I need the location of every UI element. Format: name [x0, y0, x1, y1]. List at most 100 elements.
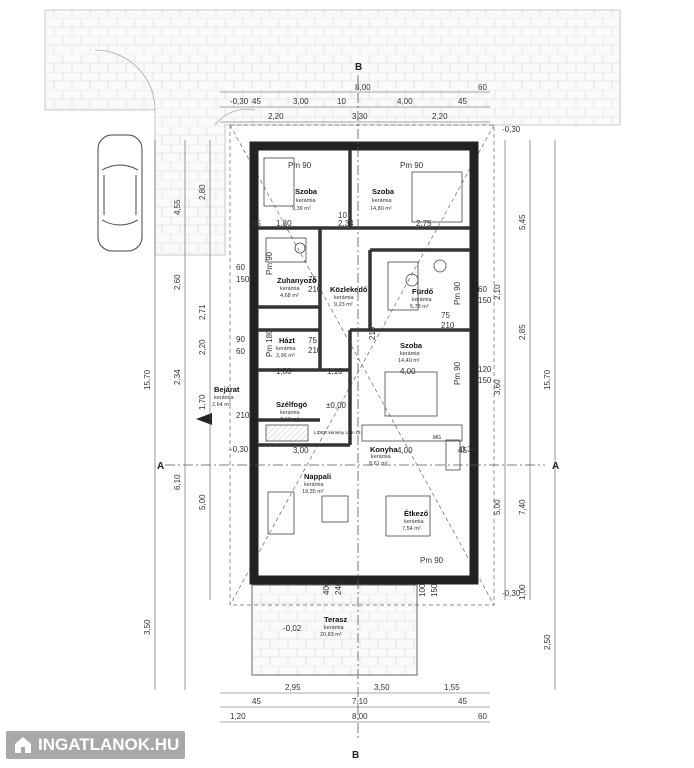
dim-top-r1-0: 45 — [252, 97, 261, 106]
dim-bot-r2-1: 7,10 — [352, 697, 368, 706]
dim-inner-25: 150 — [430, 583, 439, 597]
dim-left-mid: 2,60 — [173, 274, 182, 290]
dim-left-hazt: 2,20 — [198, 339, 207, 355]
room-terasz: Terasz kerámia 20,83 m² — [320, 615, 347, 638]
exterior-walls — [249, 141, 479, 585]
terrace-area — [251, 584, 418, 676]
dim-inner-1: 1,80 — [276, 219, 292, 228]
dim-bot-r1-1: 3,50 — [374, 683, 390, 692]
dim-inner-20: 60 — [478, 285, 487, 294]
svg-text:5,78 m²: 5,78 m² — [410, 304, 429, 310]
svg-text:Fürdő: Fürdő — [412, 287, 434, 296]
svg-text:Nappali: Nappali — [304, 472, 331, 481]
dim-bot-r1-0: 2,95 — [285, 683, 301, 692]
level-szelfogo: ±0,00 — [326, 401, 347, 410]
dim-right-nappali: 5,00 — [493, 499, 502, 515]
chimney-label: LIDER kémény LSK-18 — [314, 430, 361, 435]
room-szoba-3: Szoba kerámia 14,40 m² — [398, 341, 423, 364]
room-kozlekedo: Közlekedő kerámia 9,23 m² — [330, 285, 368, 308]
svg-text:kerámia: kerámia — [371, 454, 392, 460]
dim-right-lower: 7,40 — [518, 499, 527, 515]
room-szelfogo: Szélfogó kerámia 3,17 m² — [276, 400, 308, 423]
svg-text:kerámia: kerámia — [276, 346, 297, 352]
dim-top-r2-0: 2,20 — [268, 112, 284, 121]
dim-inner-13: 75 — [308, 275, 317, 284]
roof-outline — [229, 124, 495, 606]
dim-inner-23: 240 — [334, 581, 343, 595]
dim-inner-6: 4,00 — [400, 367, 416, 376]
dim-inner-2: 2,34 — [338, 219, 354, 228]
room-szoba-2: Szoba kerámia 14,80 m² — [370, 187, 395, 212]
door-label-szoba1: Pm 90 — [288, 161, 312, 170]
dim-top-r1-2: 10 — [337, 97, 346, 106]
door-label-furdo: Pm 90 — [453, 281, 462, 305]
dim-inner-29: 45 — [458, 446, 467, 455]
dim-bot-r3-0: 1,20 — [230, 712, 246, 721]
svg-text:20,83 m²: 20,83 m² — [320, 632, 342, 638]
dim-inner-31: 210 — [441, 321, 455, 330]
level-top-right: -0,30 — [502, 125, 521, 134]
dim-left-lower: 6,10 — [173, 474, 182, 490]
svg-text:kerámia: kerámia — [404, 519, 425, 525]
svg-text:kerámia: kerámia — [400, 351, 421, 357]
svg-text:Szoba: Szoba — [372, 187, 395, 196]
svg-text:kerámia: kerámia — [214, 395, 235, 401]
svg-text:Étkező: Étkező — [404, 509, 429, 518]
svg-text:kerámia: kerámia — [296, 198, 317, 204]
dim-inner-24: 100 — [418, 583, 427, 597]
svg-text:kerámia: kerámia — [324, 625, 345, 631]
svg-text:Házt: Házt — [279, 336, 295, 345]
dim-top-r1-1: 3,00 — [293, 97, 309, 106]
door-label-szoba3: Pm 90 — [453, 361, 462, 385]
dim-left-upper: 4,55 — [173, 199, 182, 215]
dim-right-bottom: 1,00 — [518, 584, 527, 600]
dim-left-nappali: 5,00 — [198, 494, 207, 510]
house-logo-icon — [15, 737, 31, 753]
svg-text:kerámia: kerámia — [280, 410, 301, 416]
furniture — [263, 157, 463, 537]
svg-text:14,40 m²: 14,40 m² — [398, 358, 420, 364]
dim-left-szoba: 2,80 — [198, 184, 207, 200]
dim-inner-28: 45 — [252, 219, 261, 228]
dim-inner-4: 1,80 — [276, 367, 292, 376]
dim-inner-16: 210 — [308, 346, 322, 355]
dimension-lines — [154, 91, 556, 723]
room-konyha: Konyha kerámia 8,61 m² — [369, 445, 398, 467]
dim-inner-5: 1,10 — [327, 367, 343, 376]
dim-inner-11: 90 — [236, 335, 245, 344]
level-right-mid: -0,30 — [458, 445, 477, 454]
dim-inner-18: 120 — [478, 365, 492, 374]
section-mark-b-bottom: B — [352, 750, 359, 761]
dim-left-zuhany: 2,71 — [198, 304, 207, 320]
svg-text:3,96 m²: 3,96 m² — [276, 353, 295, 359]
dim-inner-15: 75 — [308, 336, 317, 345]
dim-right-szoba: 3,60 — [493, 379, 502, 395]
dim-inner-22: 400 — [322, 581, 331, 595]
svg-text:kerámia: kerámia — [334, 295, 355, 301]
svg-text:kerámia: kerámia — [280, 286, 301, 292]
dim-inner-30: 75 — [441, 311, 450, 320]
svg-text:Bejárat: Bejárat — [214, 385, 240, 394]
door-label-etkezo: Pm 90 — [420, 556, 444, 565]
room-etkezo: Étkező kerámia 7,54 m² — [402, 509, 429, 532]
dim-top-left-level: -0,30 — [230, 97, 249, 106]
svg-text:2,64 m²: 2,64 m² — [212, 402, 231, 408]
room-hazt: Házt kerámia 3,96 m² — [276, 336, 297, 359]
watermark: INGATLANOK.HU — [6, 731, 186, 759]
section-mark-b-top: B — [355, 62, 362, 73]
room-zuhanyozo: Zuhanyozó kerámia 4,68 m² — [277, 276, 317, 299]
svg-text:8,61 m²: 8,61 m² — [369, 461, 388, 467]
dim-inner-3: 2,75 — [416, 219, 432, 228]
level-bottom-right: -0,30 — [502, 589, 521, 598]
mg-label: MG — [433, 435, 441, 441]
svg-text:kerámia: kerámia — [412, 297, 433, 303]
dim-bot-r3-1: 8,00 — [352, 712, 368, 721]
svg-text:Terasz: Terasz — [324, 615, 347, 624]
svg-text:4,68 m²: 4,68 m² — [280, 293, 299, 299]
room-nappali: Nappali kerámia 19,35 m² — [302, 472, 331, 495]
svg-text:9,23 m²: 9,23 m² — [334, 302, 353, 308]
dim-bot-r2-0: 45 — [252, 697, 261, 706]
dim-inner-21: 150 — [478, 296, 492, 305]
